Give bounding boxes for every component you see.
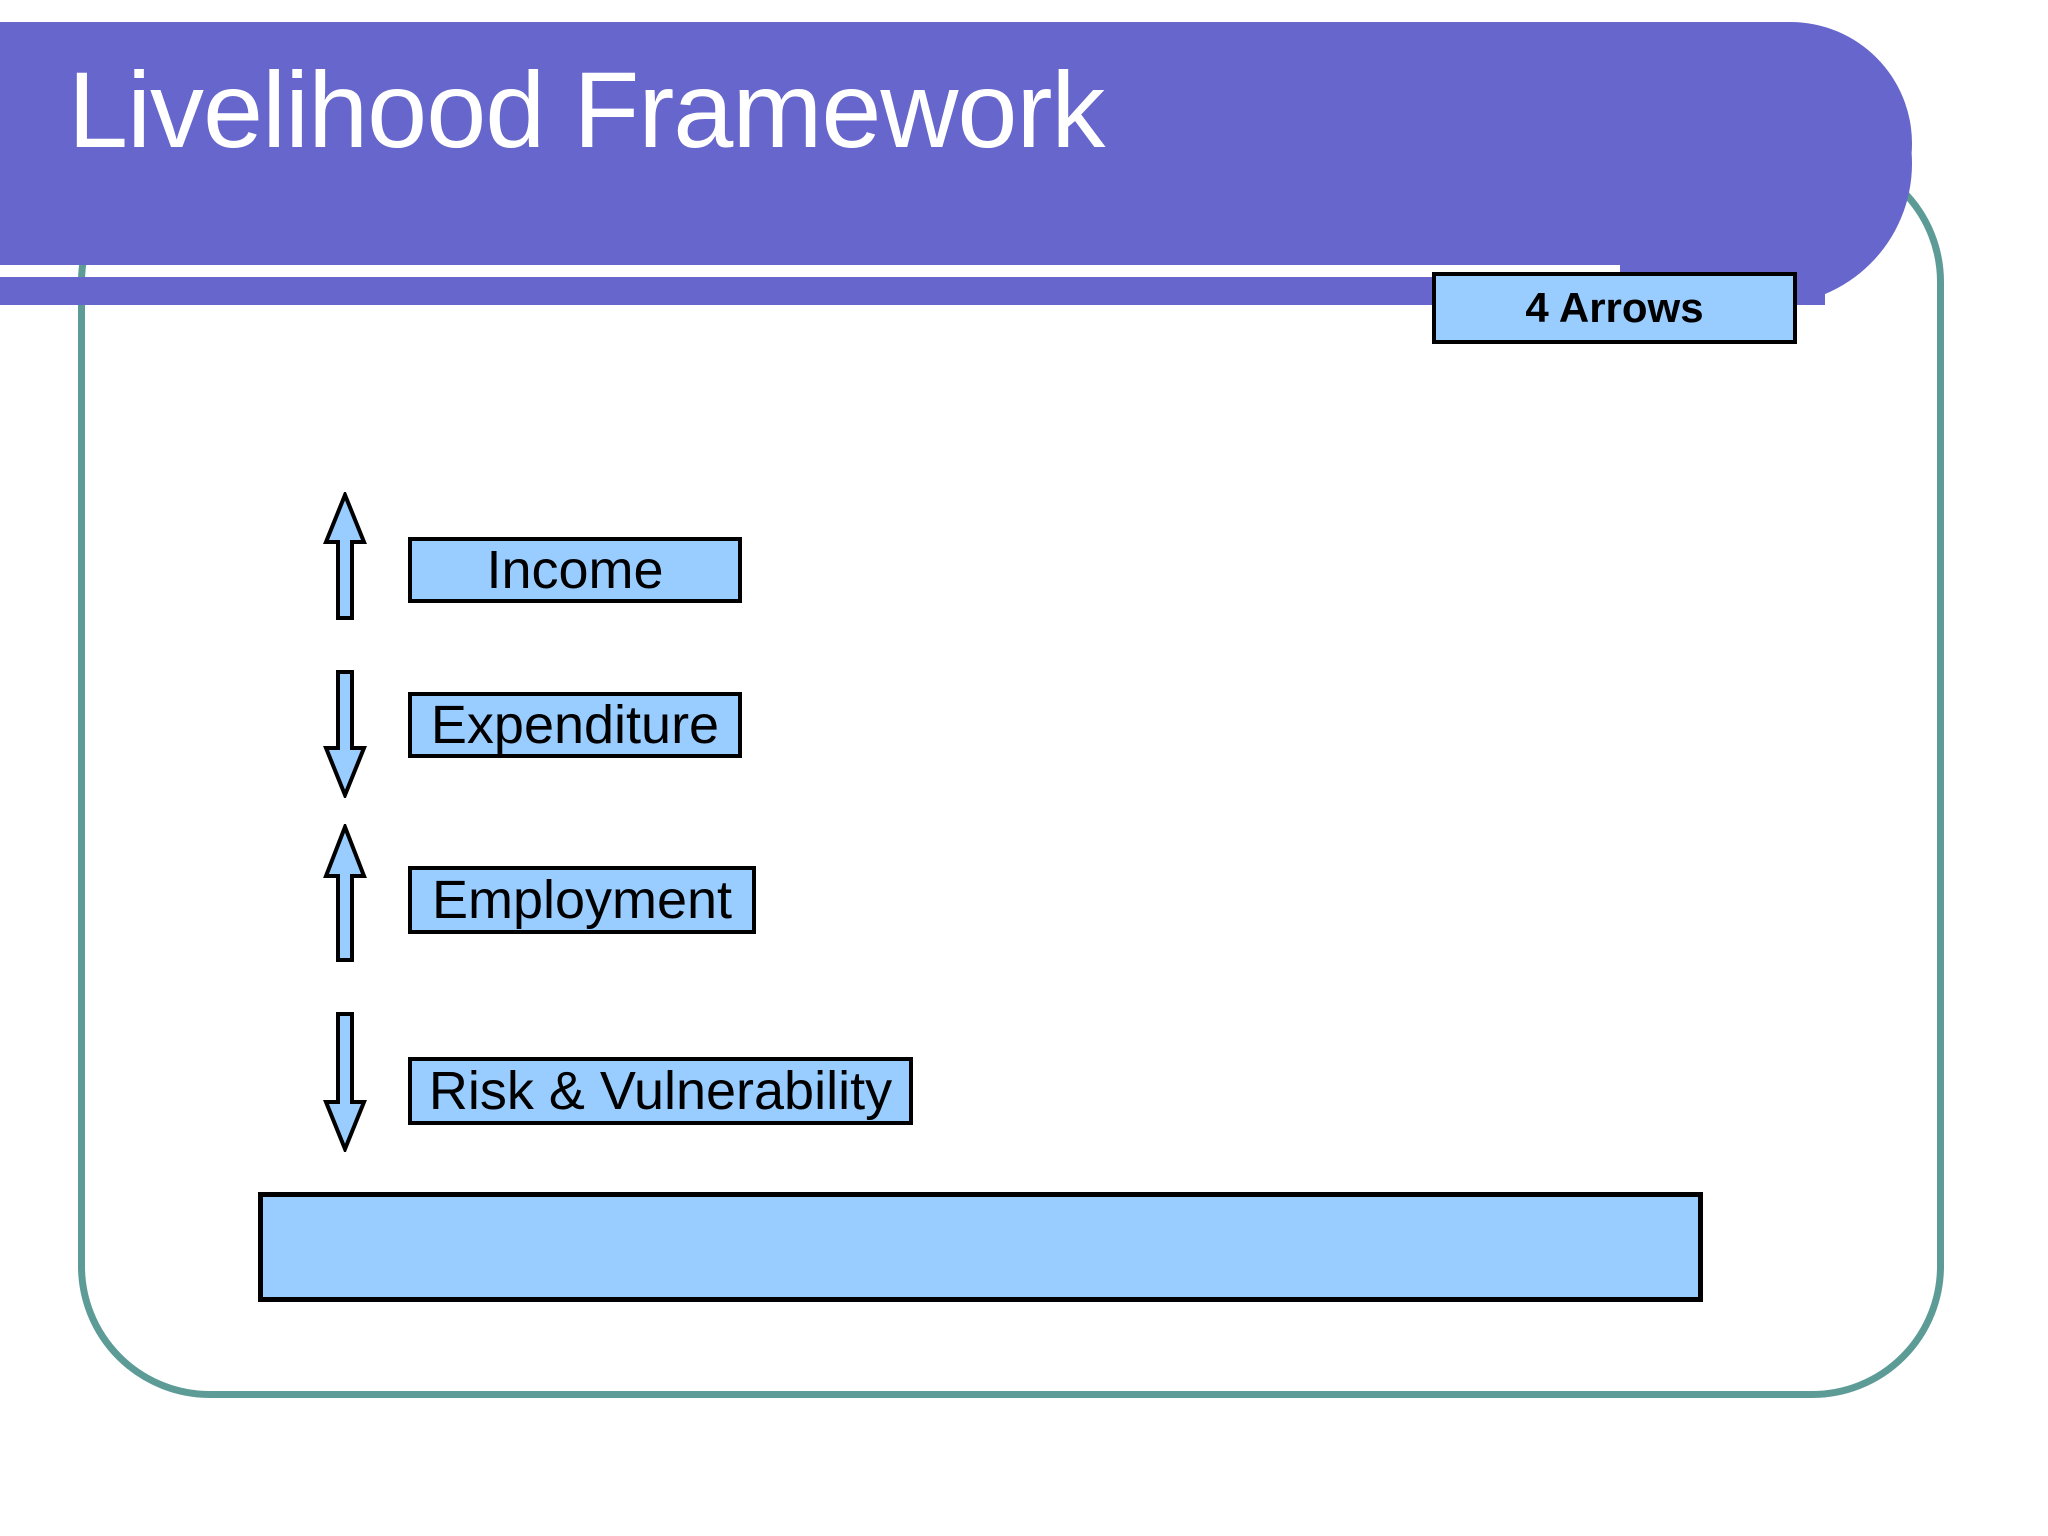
title-banner [0, 22, 1912, 265]
label-box-employment: Employment [408, 866, 756, 934]
label-box-risk-vulnerability: Risk & Vulnerability [408, 1057, 913, 1125]
arrow-down-icon [323, 1012, 367, 1152]
bottom-empty-bar [258, 1192, 1703, 1302]
arrow-down-icon [323, 670, 367, 798]
label-box-expenditure: Expenditure [408, 692, 742, 758]
page-title: Livelihood Framework [68, 49, 1105, 170]
label-box-income: Income [408, 537, 742, 603]
status-badge-arrow-count: 4 Arrows [1432, 272, 1797, 344]
arrow-up-icon [323, 492, 367, 620]
arrow-up-icon [323, 824, 367, 962]
